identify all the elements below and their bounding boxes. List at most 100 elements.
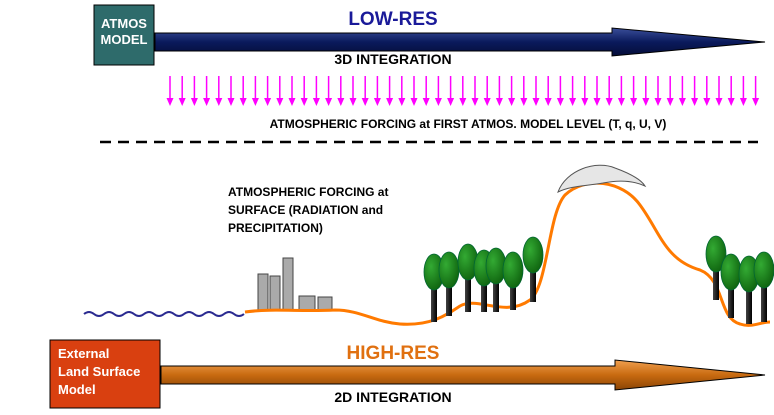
forcing-arrow-head bbox=[617, 98, 625, 106]
atmos-model-line1: ATMOS bbox=[101, 16, 147, 31]
forcing-arrow-head bbox=[276, 98, 284, 106]
forcing-arrow-head bbox=[300, 98, 308, 106]
forcing-arrow-head bbox=[739, 98, 747, 106]
forcing-arrow-head bbox=[483, 98, 491, 106]
surface-forcing-label: ATMOSPHERIC FORCING at SURFACE (RADIATIO… bbox=[228, 185, 388, 235]
forcing-arrow-head bbox=[312, 98, 320, 106]
tree-trunk bbox=[728, 280, 734, 318]
forcing-arrow-head bbox=[581, 98, 589, 106]
building bbox=[257, 273, 269, 311]
high-res-title: HIGH-RES bbox=[347, 343, 440, 364]
tree-trunk bbox=[530, 263, 536, 302]
forcing-arrow-head bbox=[471, 98, 479, 106]
high-res-arrow-shape bbox=[160, 359, 766, 391]
forcing-arrow-head bbox=[691, 98, 699, 106]
forcing-arrow-head bbox=[203, 98, 211, 106]
tree-trunk bbox=[510, 278, 516, 310]
forcing-arrow-head bbox=[703, 98, 711, 106]
surface-forcing-line3: PRECIPITATION) bbox=[228, 221, 323, 235]
tree-trunk bbox=[446, 278, 452, 316]
forcing-arrow-head bbox=[361, 98, 369, 106]
three-d-integration-label: 3D INTEGRATION bbox=[334, 51, 451, 67]
forcing-arrow-head bbox=[605, 98, 613, 106]
land-surface-line2: Land Surface bbox=[58, 364, 140, 379]
forcing-arrow-head bbox=[215, 98, 223, 106]
tree-canopy bbox=[705, 235, 727, 273]
city-buildings bbox=[257, 257, 333, 311]
two-d-integration-label: 2D INTEGRATION bbox=[334, 389, 451, 405]
tree-trunk bbox=[713, 262, 719, 300]
building bbox=[317, 296, 333, 311]
high-res-arrow: HIGH-RES 2D INTEGRATION bbox=[160, 343, 766, 405]
tree-canopy bbox=[502, 251, 524, 289]
forcing-arrow-head bbox=[508, 98, 516, 106]
forcing-arrow-head bbox=[459, 98, 467, 106]
forcing-arrow-head bbox=[569, 98, 577, 106]
forcing-arrow-head bbox=[166, 98, 174, 106]
forcing-arrow-head bbox=[654, 98, 662, 106]
atmos-model-line2: MODEL bbox=[101, 32, 148, 47]
forcing-arrow-head bbox=[593, 98, 601, 106]
forcing-arrow-head bbox=[386, 98, 394, 106]
low-res-arrow: LOW-RES 3D INTEGRATION bbox=[154, 9, 766, 67]
forcing-arrow-head bbox=[190, 98, 198, 106]
land-surface-model-box: External Land Surface Model bbox=[49, 339, 161, 409]
forcing-arrow-head bbox=[288, 98, 296, 106]
land-surface-model-box-bg bbox=[49, 339, 161, 409]
surface-forcing-line2: SURFACE (RADIATION and bbox=[228, 203, 383, 217]
atmos-model-box-bg bbox=[93, 4, 155, 66]
forcing-arrow-head bbox=[752, 98, 760, 106]
forcing-arrow-head bbox=[398, 98, 406, 106]
building bbox=[298, 295, 316, 311]
forcing-arrow-head bbox=[715, 98, 723, 106]
forcing-arrow-head bbox=[520, 98, 528, 106]
low-res-title: LOW-RES bbox=[348, 9, 437, 30]
low-res-arrow-shape bbox=[154, 27, 766, 57]
land-surface-line3: Model bbox=[58, 382, 96, 397]
forcing-arrow-head bbox=[251, 98, 259, 106]
forcing-arrow-head bbox=[325, 98, 333, 106]
atmos-model-box: ATMOS MODEL bbox=[93, 4, 155, 66]
forcing-arrow-head bbox=[373, 98, 381, 106]
tree-trunk bbox=[431, 280, 437, 322]
tree-trunk bbox=[761, 278, 767, 322]
surface-forcing-line1: ATMOSPHERIC FORCING at bbox=[228, 185, 388, 199]
tree-trunk bbox=[465, 270, 471, 312]
tree-canopy bbox=[522, 236, 544, 274]
tree-canopy bbox=[720, 253, 742, 291]
forcing-arrow-head bbox=[434, 98, 442, 106]
forcing-arrow-head bbox=[349, 98, 357, 106]
forcing-arrow-head bbox=[447, 98, 455, 106]
tree-trunk bbox=[493, 274, 499, 312]
tree-canopy bbox=[438, 251, 460, 289]
forcing-arrow-head bbox=[556, 98, 564, 106]
forcing-arrow-row bbox=[166, 76, 760, 106]
forcing-arrow-head bbox=[422, 98, 430, 106]
tree-canopy bbox=[753, 251, 774, 289]
forcing-arrow-head bbox=[532, 98, 540, 106]
forcing-arrow-head bbox=[337, 98, 345, 106]
forest bbox=[423, 235, 774, 324]
land-surface-line1: External bbox=[58, 346, 109, 361]
forcing-arrow-head bbox=[410, 98, 418, 106]
forcing-arrow-head bbox=[642, 98, 650, 106]
forcing-arrow-head bbox=[178, 98, 186, 106]
forcing-arrow-head bbox=[227, 98, 235, 106]
tree-trunk bbox=[746, 282, 752, 324]
building bbox=[269, 275, 281, 311]
first-level-forcing-label: ATMOSPHERIC FORCING at FIRST ATMOS. MODE… bbox=[270, 117, 667, 131]
forcing-arrow-head bbox=[544, 98, 552, 106]
forcing-arrow-head bbox=[495, 98, 503, 106]
snow-cap bbox=[557, 164, 647, 194]
forcing-arrow-head bbox=[727, 98, 735, 106]
forcing-arrow-head bbox=[666, 98, 674, 106]
forcing-arrow-head bbox=[630, 98, 638, 106]
water-waves bbox=[83, 311, 245, 317]
forcing-arrow-head bbox=[678, 98, 686, 106]
forcing-arrow-head bbox=[264, 98, 272, 106]
tree-trunk bbox=[481, 276, 487, 312]
forcing-arrow-head bbox=[239, 98, 247, 106]
building bbox=[282, 257, 294, 311]
